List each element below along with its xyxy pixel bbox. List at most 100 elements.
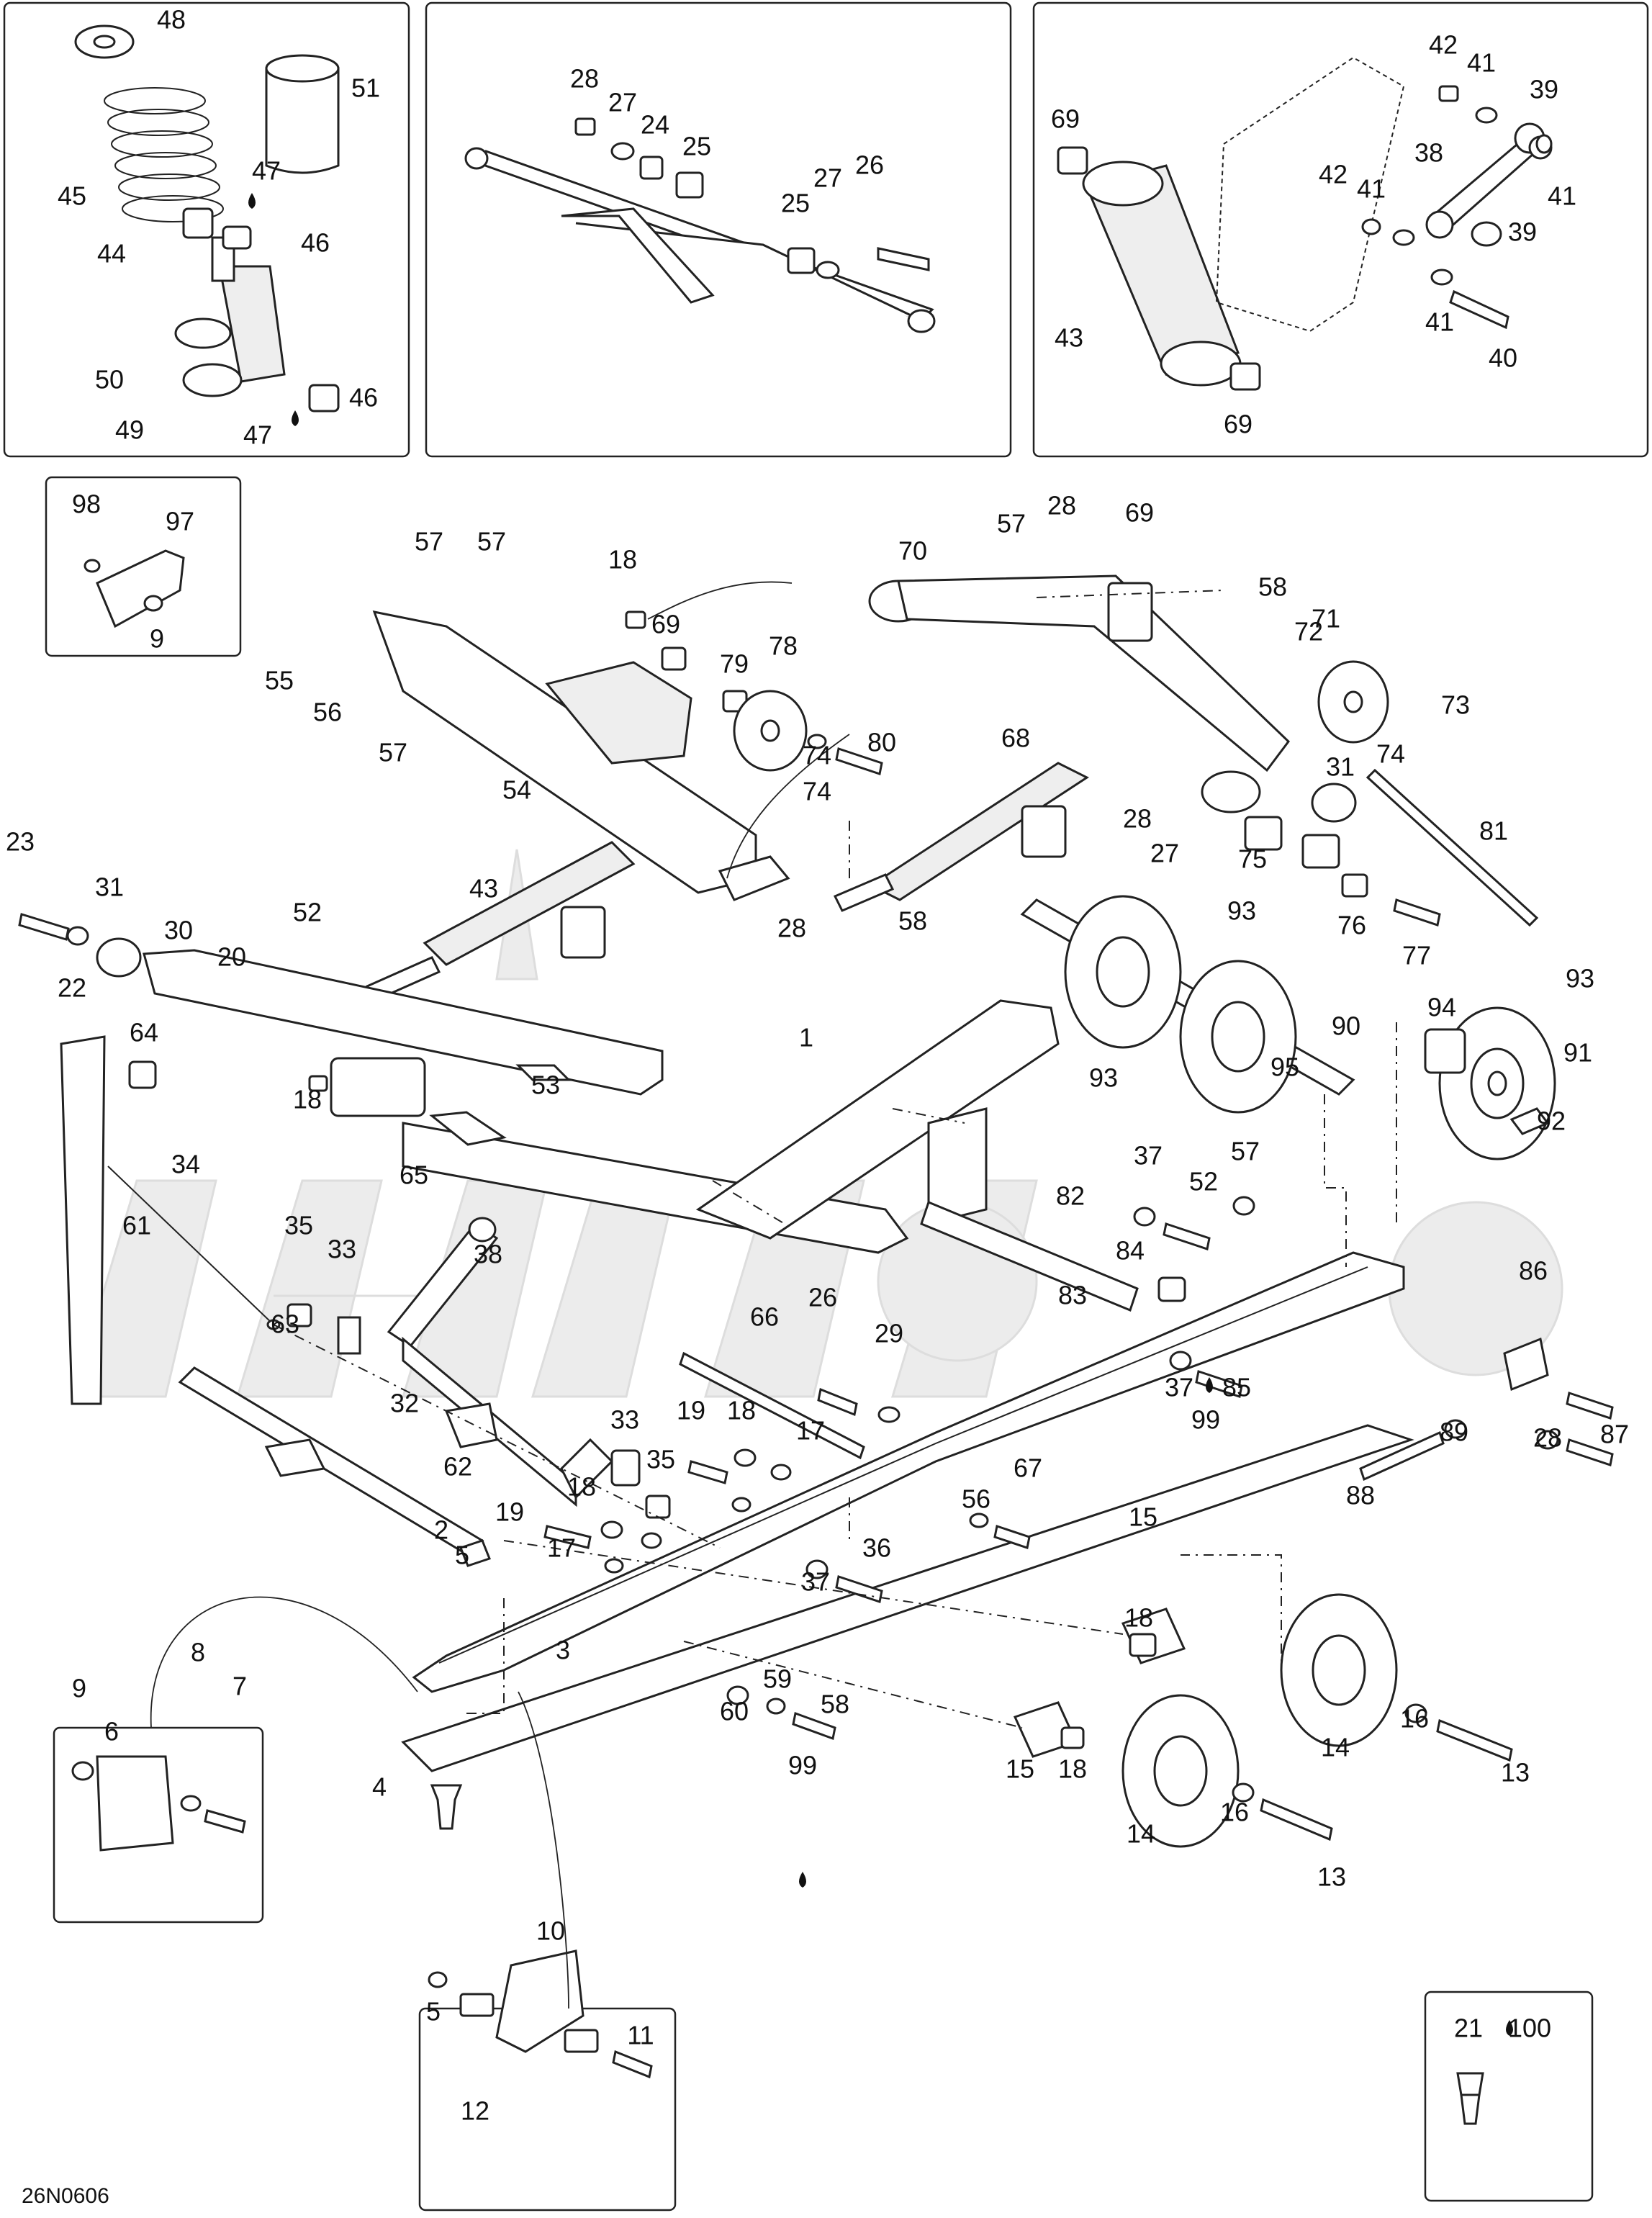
callout-40: 40 <box>1489 343 1517 373</box>
rear-shock-group <box>1057 56 1553 391</box>
callout-35: 35 <box>284 1211 313 1240</box>
callout-69: 69 <box>651 610 680 639</box>
shaft-66 <box>679 1351 901 1460</box>
callout-88: 88 <box>1346 1481 1375 1510</box>
lubricant-drops <box>248 193 1513 2036</box>
callout-41: 41 <box>1357 174 1386 204</box>
callout-17: 17 <box>796 1416 825 1446</box>
callout-18: 18 <box>1058 1754 1087 1784</box>
callout-43: 43 <box>469 874 498 903</box>
callout-77: 77 <box>1402 941 1431 970</box>
callout-16: 16 <box>1220 1798 1249 1827</box>
rail-hardware <box>543 1196 1614 1603</box>
callout-24: 24 <box>641 110 669 140</box>
callout-33: 33 <box>328 1235 356 1264</box>
callout-15: 15 <box>1129 1502 1157 1532</box>
callout-6: 6 <box>104 1717 119 1746</box>
rear-arm-70 <box>868 574 1539 927</box>
callout-65: 65 <box>400 1160 428 1190</box>
callout-60: 60 <box>720 1697 749 1726</box>
callout-100: 100 <box>1508 2014 1551 2043</box>
drop-icon <box>292 410 299 426</box>
callout-95: 95 <box>1270 1052 1299 1082</box>
callout-28: 28 <box>1123 804 1152 834</box>
callout-52: 52 <box>293 898 322 927</box>
tube-62 <box>178 1366 484 1556</box>
callout-11: 11 <box>627 2021 654 2050</box>
callout-8: 8 <box>191 1638 205 1667</box>
callout-19: 19 <box>495 1497 524 1527</box>
callout-66: 66 <box>750 1302 779 1332</box>
drop-icon <box>1206 1377 1213 1393</box>
callout-28: 28 <box>777 914 806 943</box>
stopper-10-group <box>428 1949 653 2079</box>
callout-41: 41 <box>1467 48 1496 78</box>
callout-57: 57 <box>415 527 443 556</box>
rail-2 <box>412 1251 1405 1693</box>
callout-41: 41 <box>1548 181 1576 211</box>
runner-3 <box>401 1424 1414 1772</box>
a-arm-group <box>464 117 936 333</box>
callout-28: 28 <box>1533 1423 1562 1453</box>
callout-94: 94 <box>1427 993 1456 1022</box>
callout-16: 16 <box>1400 1704 1429 1734</box>
callout-39: 39 <box>1508 217 1537 247</box>
callout-48: 48 <box>157 5 186 35</box>
callout-5: 5 <box>426 1997 441 2027</box>
dashed-lines <box>273 590 1397 1728</box>
callout-39: 39 <box>1530 75 1558 104</box>
callout-36: 36 <box>862 1533 891 1563</box>
callout-98: 98 <box>72 490 101 519</box>
callout-26: 26 <box>855 150 884 180</box>
callout-22: 22 <box>58 973 86 1003</box>
callout-28: 28 <box>1047 491 1076 520</box>
panel-connectors <box>150 581 850 2009</box>
callout-64: 64 <box>130 1018 158 1047</box>
callout-62: 62 <box>443 1452 472 1482</box>
callout-78: 78 <box>769 631 798 661</box>
callout-93: 93 <box>1566 964 1594 993</box>
callout-55: 55 <box>265 666 294 695</box>
callout-81: 81 <box>1479 816 1508 846</box>
rail-1 <box>695 999 1139 1312</box>
callout-45: 45 <box>58 181 86 211</box>
callout-25: 25 <box>781 189 810 218</box>
drop-icon <box>248 193 256 209</box>
callout-23: 23 <box>6 827 35 857</box>
callout-46: 46 <box>301 228 330 258</box>
callout-17: 17 <box>547 1533 576 1563</box>
callout-99: 99 <box>788 1751 817 1780</box>
callout-13: 13 <box>1317 1862 1346 1892</box>
callout-27: 27 <box>813 163 842 193</box>
callout-28: 28 <box>570 64 599 94</box>
callout-31: 31 <box>1326 752 1355 782</box>
callout-99: 99 <box>1191 1405 1220 1435</box>
callout-74: 74 <box>1376 739 1405 769</box>
callout-53: 53 <box>531 1070 560 1100</box>
callout-46: 46 <box>349 383 378 413</box>
callout-38: 38 <box>474 1240 502 1269</box>
callout-42: 42 <box>1429 30 1458 60</box>
callout-47: 47 <box>243 420 272 450</box>
callout-51: 51 <box>351 73 380 103</box>
callout-4: 4 <box>372 1772 387 1802</box>
callout-15: 15 <box>1006 1754 1034 1784</box>
callout-93: 93 <box>1089 1063 1118 1093</box>
callout-97: 97 <box>166 507 194 536</box>
callout-43: 43 <box>1055 323 1083 353</box>
callout-34: 34 <box>171 1150 200 1179</box>
callout-1: 1 <box>799 1023 813 1052</box>
callout-7: 7 <box>233 1672 247 1701</box>
callout-10: 10 <box>536 1916 565 1946</box>
callout-37: 37 <box>801 1567 830 1597</box>
bracket-97-group <box>83 549 185 628</box>
idler-wheels <box>1020 895 1556 1160</box>
callout-18: 18 <box>727 1396 756 1425</box>
callout-90: 90 <box>1332 1011 1360 1041</box>
callout-58: 58 <box>1258 572 1287 602</box>
callout-2: 2 <box>434 1515 448 1545</box>
callout-29: 29 <box>875 1319 903 1348</box>
slider-61 <box>60 1035 361 1405</box>
callout-57: 57 <box>379 738 407 767</box>
